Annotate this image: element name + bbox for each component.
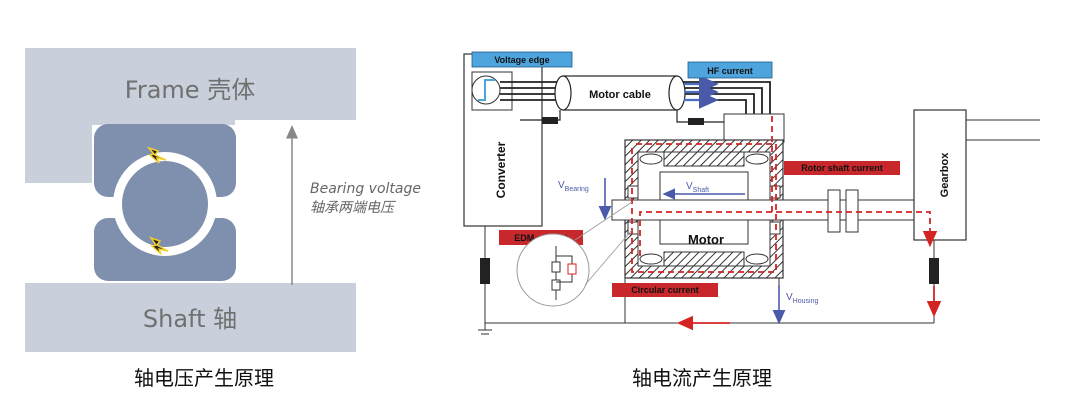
left-bearing-diagram: Frame 壳体 Shaft 轴 Bearing voltage 轴承两端电压 (25, 48, 421, 352)
edm-equivalent-circuit-icon (551, 246, 577, 300)
cable-shield-link-left (520, 110, 561, 121)
shaft-label: Shaft 轴 (143, 305, 237, 333)
cable-shield-link-right (676, 110, 724, 123)
current-paths (631, 116, 942, 331)
rotor-shaft-current-label: Rotor shaft current (801, 163, 883, 173)
edm-detail-link-top (574, 201, 633, 241)
frame-label: Frame 壳体 (125, 76, 255, 104)
hf-current-arrows (684, 75, 719, 109)
v-bearing-label: VBearing (558, 180, 589, 193)
coupling-left (827, 189, 841, 233)
frame-plate (25, 48, 356, 183)
rotor-shaft-current-box (784, 161, 900, 175)
shaft (611, 199, 917, 221)
hf-current-box (687, 61, 773, 79)
bearing-voltage-label-en: Bearing voltage (310, 181, 421, 197)
spark-upper-icon (146, 146, 167, 164)
shaft-plate (25, 283, 356, 352)
motor-cable-end-left (554, 75, 572, 111)
bearing-right-bottom (769, 221, 781, 235)
motor-label: Motor (688, 232, 724, 247)
converter-label: Converter (494, 141, 508, 198)
right-caption: 轴电流产生原理 (632, 366, 772, 390)
bearing-voltage-label-zh: 轴承两端电压 (310, 200, 397, 216)
coupling-right (845, 189, 859, 233)
edm-detail-link-bottom (584, 229, 633, 286)
right-current-diagram: Converter Voltage edge Motor cable HF cu… (463, 51, 1040, 335)
motor-cable-label: Motor cable (589, 89, 651, 101)
terminal-box (723, 113, 785, 143)
winding-top-right (745, 153, 769, 165)
v-shaft-label: VShaft (686, 181, 709, 194)
ground-choke-left (480, 258, 490, 284)
motor-cable-end-right (668, 75, 686, 111)
gearbox-box (913, 109, 967, 241)
bearing-left-top (627, 185, 639, 199)
ground-choke-right (929, 258, 939, 284)
gearbox-label: Gearbox (939, 152, 951, 198)
winding-bottom-left (639, 253, 663, 265)
stator-bottom (663, 251, 745, 267)
voltage-edge-label: Voltage edge (494, 55, 549, 65)
circular-current-box (612, 283, 718, 297)
hf-current-label: HF current (707, 66, 753, 76)
bearing-left-bottom (627, 221, 639, 235)
circular-current-label: Circular current (631, 285, 699, 295)
step-waveform-icon (478, 79, 495, 101)
voltage-edge-box (471, 51, 573, 68)
bearing-ball (122, 161, 208, 247)
cable-shield-choke-right (688, 118, 704, 125)
stator-top (663, 151, 745, 167)
bearing-right-top (769, 185, 781, 199)
winding-top-left (639, 153, 663, 165)
cable-shield-choke-left (542, 117, 558, 124)
winding-bottom-right (745, 253, 769, 265)
spark-lower-icon (149, 236, 169, 255)
v-housing-label: VHousing (786, 292, 818, 305)
left-caption: 轴电压产生原理 (134, 366, 274, 390)
